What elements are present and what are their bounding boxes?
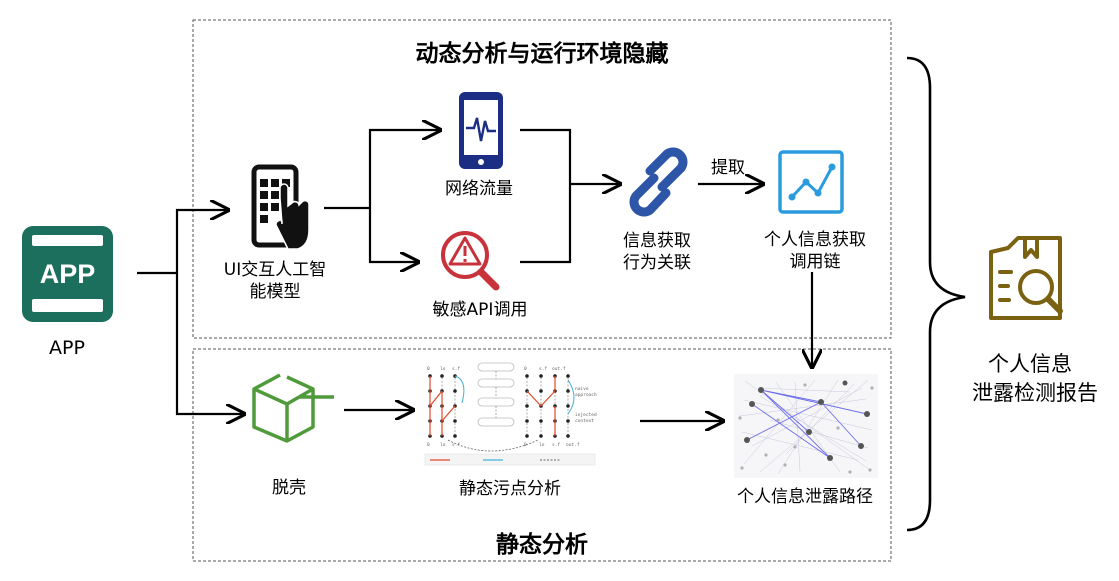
dynamic-analysis-box xyxy=(192,19,892,339)
app-icon-text: APP xyxy=(40,259,96,289)
svg-text:context: context xyxy=(575,418,594,424)
cube-icon xyxy=(252,373,334,443)
taint-analysis-diagram: 0 lo s.f 0 s.f out.f 0 lo s.f 0 lo s.f out.f naiv… xyxy=(424,362,597,466)
chain-link-icon xyxy=(629,147,688,217)
behavior-label-line2: 行为关联 xyxy=(623,253,691,273)
dynamic-analysis-title: 动态分析与运行环境隐藏 xyxy=(415,41,669,67)
call-chain-label-line1: 个人信息获取 xyxy=(764,230,866,250)
svg-text:lo: lo xyxy=(440,442,446,448)
report-label-line1: 个人信息 xyxy=(988,352,1072,376)
connector-network-to-merge xyxy=(520,128,572,184)
behavior-label-line1: 信息获取 xyxy=(623,231,691,251)
ui-model-label-line1: UI交互人工智 xyxy=(223,260,327,280)
svg-text:s.f: s.f xyxy=(552,442,560,448)
svg-text:lo: lo xyxy=(539,442,545,448)
extract-label: 提取 xyxy=(711,158,745,178)
taint-analysis-label: 静态污点分析 xyxy=(459,479,561,499)
call-chain-label-line2: 调用链 xyxy=(789,252,841,272)
touch-phone-icon xyxy=(251,164,310,250)
svg-text:s.f: s.f xyxy=(539,366,547,372)
connector-ui-to-api xyxy=(368,208,418,262)
report-label-line2: 泄露检测报告 xyxy=(972,381,1098,405)
report-search-icon xyxy=(989,236,1063,320)
svg-text:s.f: s.f xyxy=(452,366,460,372)
static-analysis-title: 静态分析 xyxy=(496,532,588,558)
leak-path-label: 个人信息泄露路径 xyxy=(737,487,873,507)
connector-ui-to-network xyxy=(368,130,440,208)
unpack-label: 脱壳 xyxy=(272,478,306,498)
network-traffic-label: 网络流量 xyxy=(445,179,513,199)
svg-text:injected: injected xyxy=(575,412,597,418)
svg-text:out.f: out.f xyxy=(552,366,566,372)
sensitive-api-label: 敏感API调用 xyxy=(432,300,528,320)
app-label: APP xyxy=(49,337,85,359)
curly-brace xyxy=(906,56,966,532)
svg-text:approach: approach xyxy=(575,392,597,398)
svg-text:s.f: s.f xyxy=(452,442,460,448)
line-chart-icon xyxy=(778,150,844,214)
svg-text:0: 0 xyxy=(427,442,430,448)
svg-text:lo: lo xyxy=(440,366,446,372)
app-icon: APP xyxy=(22,226,113,322)
alert-search-icon xyxy=(441,231,500,291)
connectors xyxy=(137,130,812,421)
svg-text:out.f: out.f xyxy=(566,442,580,448)
connector-api-to-merge xyxy=(520,184,572,264)
svg-text:0: 0 xyxy=(524,366,527,372)
svg-text:0: 0 xyxy=(524,442,527,448)
phone-icon xyxy=(459,92,503,169)
svg-text:0: 0 xyxy=(427,366,430,372)
svg-text:naive: naive xyxy=(575,386,589,392)
leak-path-graph xyxy=(734,374,878,478)
connector-app-to-ui xyxy=(175,210,228,273)
ui-model-label-line2: 能模型 xyxy=(249,282,301,302)
connector-app-to-unpack xyxy=(175,273,244,414)
